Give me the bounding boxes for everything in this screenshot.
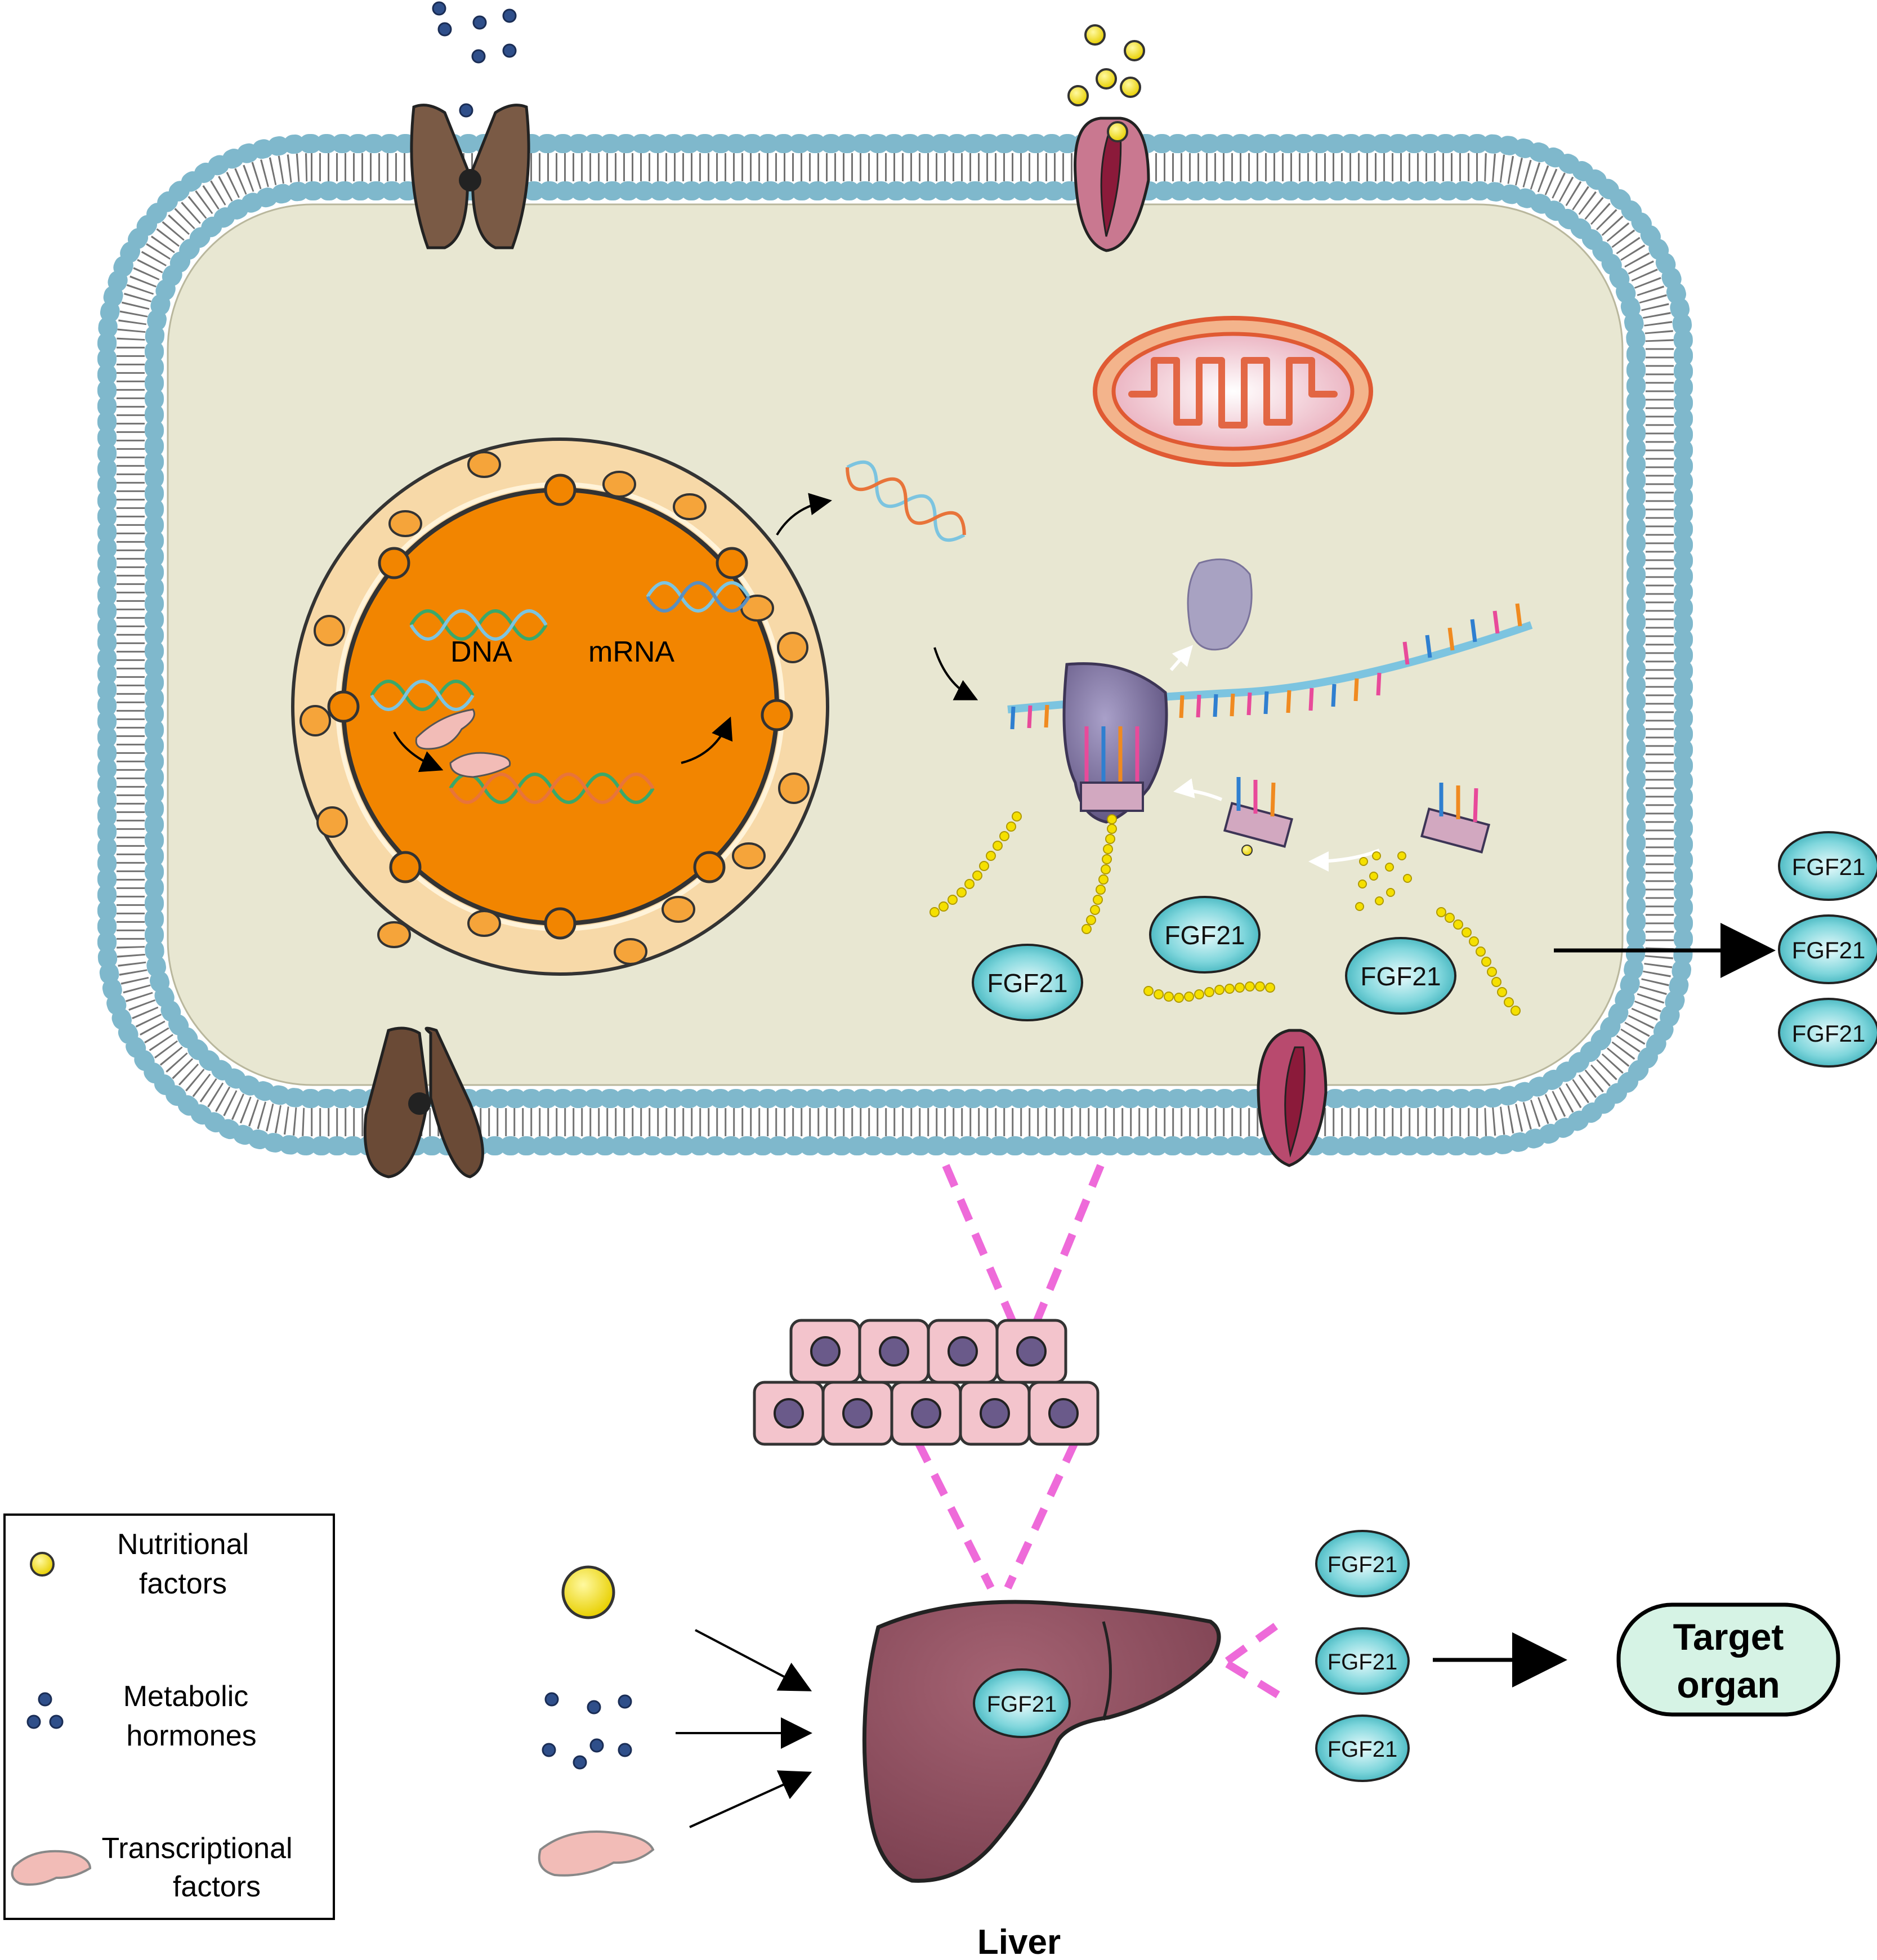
- cell-membrane: [97, 134, 1693, 1155]
- trna-icon-1: [1223, 777, 1294, 856]
- svg-text:factors: factors: [139, 1568, 227, 1600]
- hepatocyte-cluster-icon: [753, 1319, 1100, 1446]
- input-arrow-tfs: [689, 1770, 812, 1828]
- trna-arrow-white-2: [1308, 849, 1380, 872]
- amino-acid-chains: [929, 811, 1521, 1016]
- svg-text:FGF21: FGF21: [1792, 1020, 1866, 1047]
- nucleus-arrow-left: [393, 731, 444, 773]
- ribosome-icon: [1062, 662, 1168, 824]
- released-protein-blob-icon: [1187, 558, 1253, 651]
- svg-text:FGF21: FGF21: [1792, 854, 1866, 880]
- svg-text:FGF21: FGF21: [1328, 1737, 1397, 1762]
- fgf21-liver-out-1: FGF21: [1315, 1530, 1410, 1597]
- legend: Nutritional factors Metabolic hormones T…: [3, 1513, 335, 1920]
- svg-text:Target: Target: [1673, 1616, 1784, 1658]
- svg-text:FGF21: FGF21: [987, 1692, 1057, 1717]
- fgf21-cell-1: FGF21: [972, 944, 1083, 1021]
- nucleus-arrow-right: [681, 716, 733, 764]
- svg-text:FGF21: FGF21: [1328, 1650, 1397, 1675]
- svg-text:FGF21: FGF21: [1792, 937, 1866, 963]
- transcription-factor-bound-icon: [449, 752, 511, 778]
- tf-input-icon: [538, 1830, 655, 1877]
- svg-text:Nutritional: Nutritional: [117, 1528, 249, 1561]
- trna-arrow-white-1: [1173, 778, 1223, 801]
- fgf21-secreted-1: FGF21: [1778, 831, 1877, 901]
- mrna-label: mRNA: [588, 636, 674, 668]
- svg-text:factors: factors: [173, 1870, 261, 1903]
- export-arrow: [776, 493, 832, 536]
- release-arrow-white: [1169, 645, 1193, 671]
- transcription-factor-blob-icon: [415, 708, 475, 750]
- dna-label: DNA: [450, 636, 512, 668]
- fgf21-liver-out-3: FGF21: [1315, 1715, 1410, 1782]
- nucleus: [291, 437, 829, 976]
- nutrient-dots-top: [1067, 24, 1145, 142]
- pink-channel-bottom-icon: [1257, 1029, 1328, 1167]
- target-organ-box: Target organ: [1616, 1602, 1840, 1717]
- blue-dots-icon: [26, 1692, 64, 1729]
- svg-text:FGF21: FGF21: [987, 968, 1067, 998]
- zoom-dashes: [914, 1164, 1281, 1698]
- fgf21-cell-2: FGF21: [1149, 896, 1261, 974]
- brown-channel-top-icon: [410, 104, 530, 249]
- pink-channel-top-icon: [1074, 117, 1150, 252]
- liver-icon: [862, 1600, 1221, 1883]
- svg-text:Transcriptional: Transcriptional: [101, 1832, 292, 1865]
- dna-strand-icon: [370, 609, 655, 804]
- svg-text:FGF21: FGF21: [1164, 921, 1245, 950]
- svg-text:Metabolic: Metabolic: [123, 1680, 249, 1713]
- input-arrow-nutrients: [695, 1629, 812, 1691]
- pink-blob-icon: [11, 1850, 92, 1886]
- mrna-strand-icon: [646, 581, 750, 613]
- brown-channel-bottom-icon: [363, 1026, 484, 1178]
- fgf21-cell-3: FGF21: [1345, 937, 1456, 1015]
- nutrient-input-icon: [561, 1565, 615, 1619]
- hormone-input-icon: [542, 1692, 632, 1770]
- metabolic-hormone-dots-top: [432, 1, 517, 118]
- mitochondrion-icon: [1093, 316, 1373, 467]
- svg-text:hormones: hormones: [126, 1720, 256, 1752]
- fgf21-secreted-3: FGF21: [1778, 998, 1877, 1068]
- trna-icon-2: [1420, 783, 1491, 854]
- fgf21-liver-out-2: FGF21: [1315, 1627, 1410, 1695]
- fgf21-liver: FGF21: [973, 1668, 1071, 1738]
- liver-label: Liver: [977, 1923, 1061, 1960]
- yellow-dot-icon: [30, 1552, 55, 1577]
- svg-text:organ: organ: [1677, 1664, 1780, 1705]
- to-ribosome-arrow: [933, 647, 978, 700]
- svg-text:FGF21: FGF21: [1360, 962, 1441, 991]
- fgf21-secreted-2: FGF21: [1778, 914, 1877, 984]
- cytoplasmic-mrna-icon: [846, 460, 966, 542]
- svg-text:FGF21: FGF21: [1328, 1552, 1397, 1577]
